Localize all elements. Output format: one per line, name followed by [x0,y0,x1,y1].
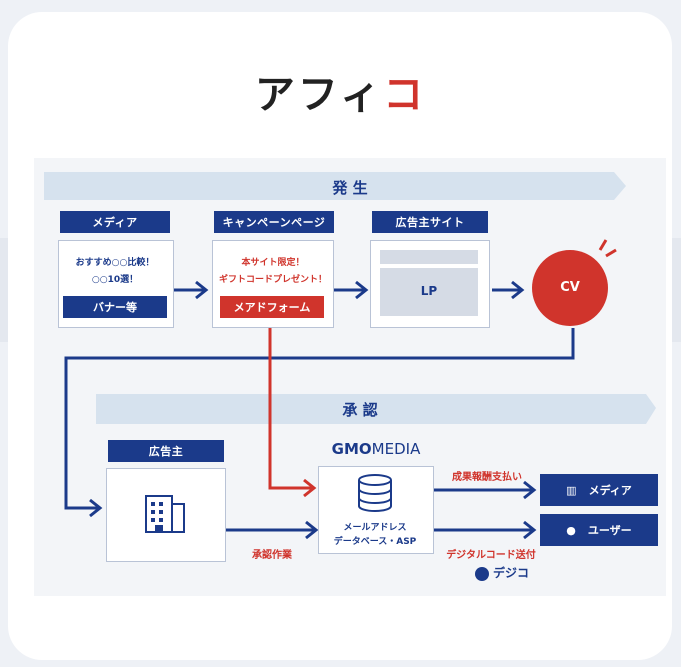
campaign-header: キャンペーンページ [214,211,334,233]
database-text-2: データベース・ASP [333,537,417,547]
gmo-media-logo: GMOMEDIA [316,440,436,458]
target-user-label: ユーザー [587,524,632,537]
advertiser-site-header: 広告主サイト [372,211,488,233]
advertiser-box [106,468,226,562]
cv-label: CV [560,280,580,295]
arrow-form-database [268,326,312,490]
brand-logo: アフィコ [0,62,681,120]
media-text: MEDIA [371,440,421,458]
media-text-2: ○○10選！ [91,275,139,285]
lp-label: LP [420,284,438,298]
advertiser-header: 広告主 [108,440,224,462]
target-media-label: メディア [588,484,632,497]
media-banner-button: バナー等 [63,296,167,318]
arrow-cv-advertiser [64,328,575,510]
phase-occur-banner [44,172,626,200]
gmo-text: GMO [331,440,372,458]
degico-logo: デジコ [442,564,562,581]
logo-accent: コ [383,72,427,118]
database-text-1: メールアドレス [343,523,407,533]
lp-header-bar [380,250,478,264]
target-media: ▥ メディア [540,474,658,506]
digital-code-label: デジタルコード送付 [446,550,536,561]
cv-circle [532,250,608,326]
phase-occur-title: 発 生 [332,179,368,197]
reward-payment-label: 成果報酬支払い [452,472,522,483]
approval-work-label: 承認作業 [252,550,292,561]
degico-icon [474,566,489,581]
user-icon: ● [566,523,576,537]
degico-text: デジコ [492,566,529,580]
campaign-text-1: 本サイト限定！ [241,258,305,268]
target-user: ● ユーザー [540,514,658,546]
lp-body [380,268,478,316]
phase-approve-banner [96,394,656,424]
phase-approve-title: 承 認 [342,401,378,419]
mail-form-button: メアドフォーム [220,296,324,318]
media-text-1: おすすめ○○比較！ [75,258,155,268]
media-header: メディア [60,211,170,233]
building-small-icon: ▥ [566,483,577,497]
campaign-text-2: ギフトコードプレゼント！ [218,275,327,285]
logo-text: アフィ [254,72,384,118]
